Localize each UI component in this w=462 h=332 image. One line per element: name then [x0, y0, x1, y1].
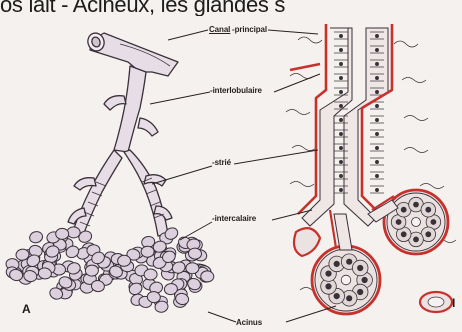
- label-principal: -principal: [232, 25, 267, 34]
- cell-nucleus: [339, 34, 342, 37]
- leader-principal: [168, 30, 208, 40]
- leader-interlobulaire: [150, 92, 210, 104]
- panel-letter-a: A: [22, 302, 31, 316]
- label-acinus: Acinus: [236, 318, 262, 327]
- leader-strie-right: [234, 150, 318, 164]
- cell-nucleus: [375, 76, 378, 79]
- cell-nucleus: [375, 104, 378, 107]
- acinar-nucleus: [431, 220, 436, 225]
- acinar-nucleus: [401, 207, 406, 212]
- acinus-section-left: [312, 246, 380, 314]
- cell-nucleus: [339, 146, 342, 149]
- cell-nucleus: [339, 160, 342, 163]
- acinar-nucleus: [426, 207, 431, 212]
- cell-nucleus: [339, 118, 342, 121]
- cell-nucleus: [339, 132, 342, 135]
- striated-ducts: [68, 150, 172, 238]
- acinar-nucleus: [362, 277, 367, 282]
- cell-nucleus: [339, 188, 342, 191]
- cell-nucleus: [375, 132, 378, 135]
- acinar-nucleus: [347, 259, 352, 264]
- acinar-nucleus: [347, 296, 352, 301]
- acinus-lobule: [186, 263, 199, 274]
- acinar-nucleus: [414, 202, 419, 207]
- acinus-lobule: [28, 230, 44, 244]
- acinar-nucleus: [414, 237, 419, 242]
- label-canal: Canal: [209, 25, 230, 34]
- cell-nucleus: [375, 34, 378, 37]
- acinus-section-right: [384, 190, 448, 254]
- leader-acinus-right: [286, 306, 336, 322]
- histology-section: [286, 24, 456, 314]
- acinar-nucleus: [334, 293, 339, 298]
- duct-tree-figure: [68, 31, 178, 238]
- acinar-nucleus: [326, 284, 331, 289]
- label-strie: -strié: [212, 158, 231, 167]
- leader-interlobulaire-right: [274, 74, 320, 92]
- acinus-lobule: [201, 271, 214, 282]
- cell-nucleus: [339, 76, 342, 79]
- panel-letter-b: I: [452, 296, 455, 310]
- cell-nucleus: [339, 90, 342, 93]
- acinus-section-small-left: [294, 228, 320, 256]
- acinus-lobule: [85, 265, 98, 276]
- cropped-caption-text: os lait - Acineux, les glandes s: [0, 0, 462, 16]
- cell-nucleus: [375, 62, 378, 65]
- acinus-lobule: [188, 248, 202, 260]
- acinus-lobule: [141, 246, 155, 258]
- cell-nucleus: [375, 174, 378, 177]
- label-intercalaire: -intercalaire: [212, 214, 256, 223]
- leader-principal-right: [268, 30, 318, 34]
- acinus-lobule: [144, 269, 157, 280]
- cell-nucleus: [375, 118, 378, 121]
- cell-nucleus: [339, 104, 342, 107]
- acinar-nucleus: [358, 289, 363, 294]
- cell-nucleus: [375, 146, 378, 149]
- cell-nucleus: [375, 160, 378, 163]
- acini-cluster-left: [4, 227, 119, 301]
- acinar-nucleus: [426, 232, 431, 237]
- leader-intercalaire: [180, 222, 212, 240]
- acinus-lumen: [412, 218, 421, 227]
- cell-nucleus: [339, 174, 342, 177]
- acinar-nucleus: [358, 265, 363, 270]
- acini-cluster-right: [107, 226, 213, 314]
- cell-nucleus: [375, 48, 378, 51]
- interlobular-duct: [104, 66, 158, 152]
- label-interlobulaire: -interlobulaire: [210, 86, 262, 95]
- acinus-lumen: [341, 275, 351, 285]
- cell-nucleus: [339, 62, 342, 65]
- leader-strie: [152, 166, 212, 184]
- acinus-section-small-bottom: [420, 292, 452, 312]
- leader-acinus: [208, 312, 236, 322]
- acinar-nucleus: [326, 271, 331, 276]
- cell-nucleus: [375, 90, 378, 93]
- acinus-lobule: [56, 228, 69, 239]
- acinus-lobule: [117, 255, 130, 266]
- acinar-nucleus: [334, 261, 339, 266]
- cell-nucleus: [339, 48, 342, 51]
- acinar-nucleus: [396, 220, 401, 225]
- acinar-nucleus: [401, 232, 406, 237]
- cell-nucleus: [375, 188, 378, 191]
